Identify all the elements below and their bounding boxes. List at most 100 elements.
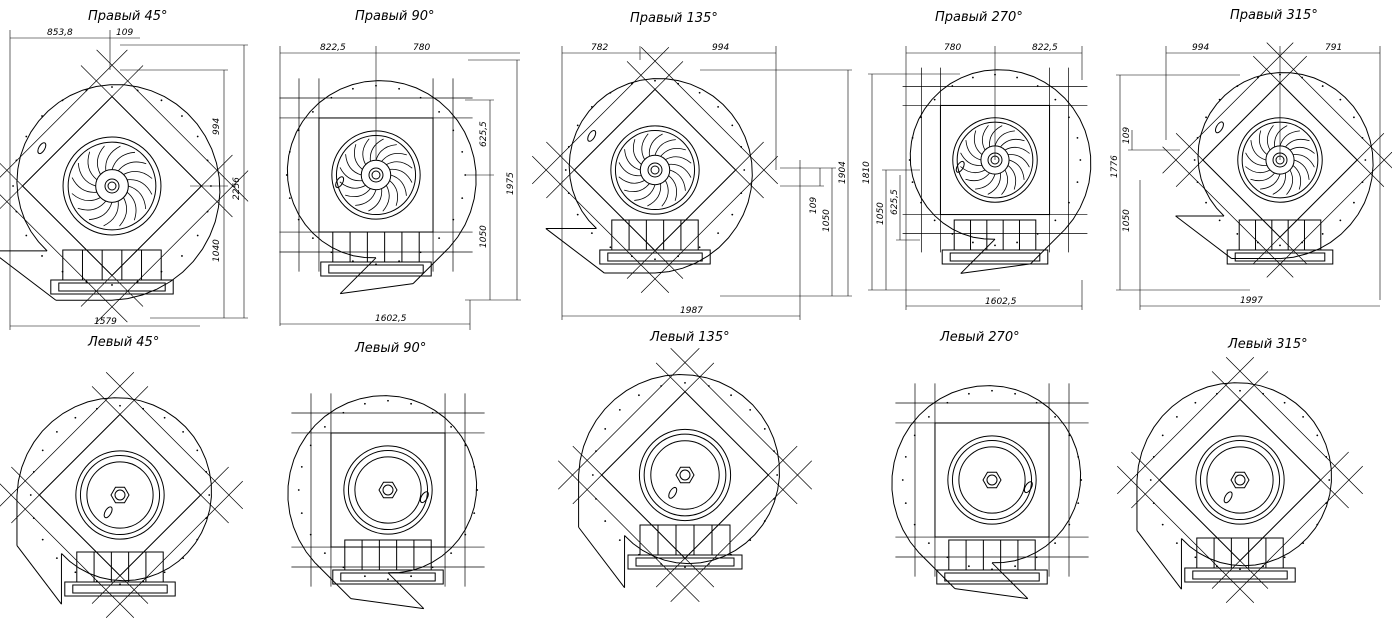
impeller-blade <box>390 174 407 196</box>
pedestal-base <box>627 554 743 570</box>
pedestal-plate <box>1192 570 1288 580</box>
dim-r135-a: 782 <box>591 43 608 53</box>
dim-r135-e: 1904 <box>838 161 848 184</box>
impeller-blade <box>353 144 363 170</box>
shaft-nut <box>378 481 398 499</box>
pedestal-plate <box>949 252 1041 262</box>
pedestal-plate <box>72 584 168 594</box>
inlet-ring <box>610 125 700 215</box>
impeller-hub <box>639 154 671 186</box>
dim-r315-c: 109 <box>1122 127 1132 144</box>
impeller-blade <box>345 188 371 198</box>
shaft-nut <box>982 471 1002 489</box>
pedestal-base <box>941 249 1049 265</box>
shaft-nut <box>1230 471 1250 489</box>
impeller-blade <box>1274 125 1288 148</box>
inspection-hatch <box>37 142 47 155</box>
stiffener-grid <box>1116 356 1364 604</box>
impeller-blade <box>339 167 363 182</box>
fan-view-l270 <box>891 383 1089 600</box>
dimension-lines <box>9 30 1381 330</box>
pedestal-base <box>1184 567 1296 583</box>
volute-housing <box>286 80 477 259</box>
motor-flange <box>958 446 1026 514</box>
impeller-blade <box>1245 166 1271 174</box>
dim-r315-d: 1776 <box>1110 155 1120 178</box>
impeller-blade <box>641 133 649 160</box>
stiffener-grid <box>0 49 249 323</box>
volute-housing <box>16 84 221 301</box>
impeller-blade <box>624 149 641 171</box>
impeller-blade <box>87 151 98 181</box>
inspection-hatch <box>1214 121 1224 134</box>
impeller-blade <box>989 125 1003 148</box>
impeller-blade <box>669 169 686 191</box>
dim-r90-a: 822,5 <box>320 43 346 53</box>
impeller-blade <box>1285 138 1310 148</box>
impeller-blade <box>965 172 990 182</box>
impeller-blade <box>965 140 982 161</box>
stiffener-grid <box>895 383 1089 577</box>
volute-housing <box>1136 382 1332 567</box>
inspection-hatch <box>955 160 965 173</box>
dim-r270-b: 822,5 <box>1032 43 1058 53</box>
dim-r270-c: 1810 <box>862 161 872 184</box>
pedestal-plate <box>1234 252 1326 262</box>
outlet-flange <box>1136 530 1182 590</box>
impeller-blade <box>1258 130 1268 155</box>
outlet-flange <box>16 545 62 605</box>
impeller-blade <box>382 185 390 212</box>
impeller-blade <box>1286 169 1294 195</box>
volute-housing <box>578 373 780 565</box>
impeller-blade <box>1001 169 1009 195</box>
dim-r90-e: 1050 <box>479 225 489 248</box>
impeller-blade <box>1272 172 1286 195</box>
impeller-blade <box>668 163 692 178</box>
dim-r135-f: 1987 <box>680 306 703 316</box>
fan-view-r45 <box>0 49 249 323</box>
dim-r90-d: 1975 <box>506 172 516 195</box>
inspection-hatch <box>419 491 429 504</box>
fan-view-l90 <box>287 393 485 610</box>
impeller-blade <box>987 172 1001 195</box>
inlet-ring <box>947 435 1037 525</box>
impeller-blade <box>339 181 366 189</box>
impeller-blade <box>661 180 669 207</box>
impeller-blade <box>1008 159 1025 180</box>
pedestal-column <box>1196 537 1284 569</box>
outlet-flange <box>578 526 625 589</box>
inlet-ring <box>1195 435 1285 525</box>
impeller-blade <box>111 151 136 170</box>
impeller-blade <box>1289 146 1315 154</box>
fan-view-r270 <box>902 67 1092 274</box>
dim-r90-f: 1602,5 <box>375 314 407 324</box>
impeller-blade <box>994 130 1015 147</box>
outlet-duct-side <box>412 247 450 284</box>
impeller-blade <box>618 162 642 177</box>
pedestal-plate <box>328 264 424 274</box>
fan-view-r90 <box>279 78 477 295</box>
volute-housing <box>16 397 212 582</box>
label-right-90: Правый 90° <box>355 9 435 24</box>
dim-r90-b: 780 <box>413 43 430 53</box>
inspection-hatch <box>668 486 678 499</box>
impeller-blade <box>648 133 663 157</box>
stiffener-grid <box>0 371 244 619</box>
fan-drawings <box>0 42 1392 619</box>
fan-view-r135 <box>531 46 779 294</box>
impeller-blade <box>362 138 370 165</box>
impeller-blade <box>1293 159 1310 180</box>
shaft-nut <box>110 486 130 504</box>
dim-r135-c: 109 <box>809 197 819 214</box>
inlet-ring <box>62 136 162 236</box>
pedestal-base <box>64 581 176 597</box>
label-left-45: Левый 45° <box>87 335 159 350</box>
impeller-blade <box>77 162 96 187</box>
dim-r315-a: 994 <box>1192 43 1209 53</box>
volute-housing <box>891 385 1082 564</box>
impeller-blade <box>88 202 113 221</box>
dimension-labels: 853,8 109 1579 994 1040 2256 822,5 780 1… <box>47 28 1342 327</box>
motor-flange <box>650 440 720 510</box>
inlet-ring <box>343 445 433 535</box>
